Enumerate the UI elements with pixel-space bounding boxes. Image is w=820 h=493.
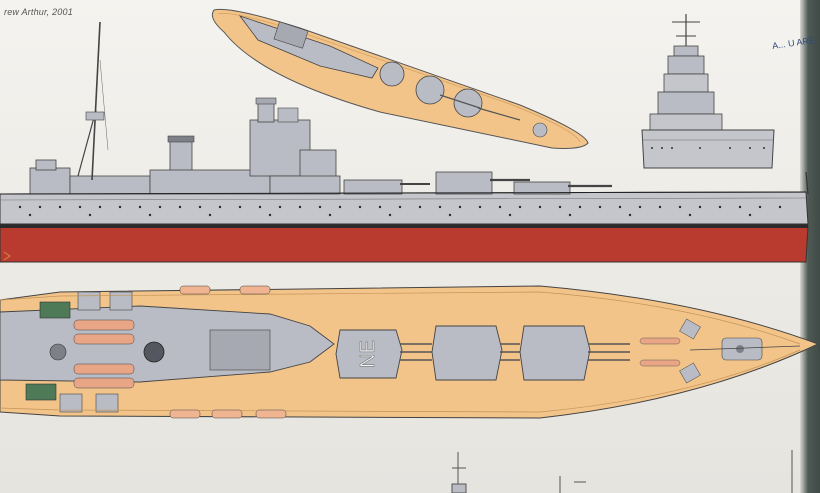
small-deck-plan [211, 8, 589, 149]
artist-credit: rew Arthur, 2001 [4, 7, 73, 17]
large-deck-plan: NE [0, 285, 820, 419]
partial-bottom-drawing [451, 450, 793, 493]
side-profile [0, 21, 809, 263]
bow-view [641, 14, 775, 169]
hull-number-text: NE [357, 340, 379, 368]
porthole-row [18, 205, 782, 217]
sheet-edge [800, 0, 820, 493]
